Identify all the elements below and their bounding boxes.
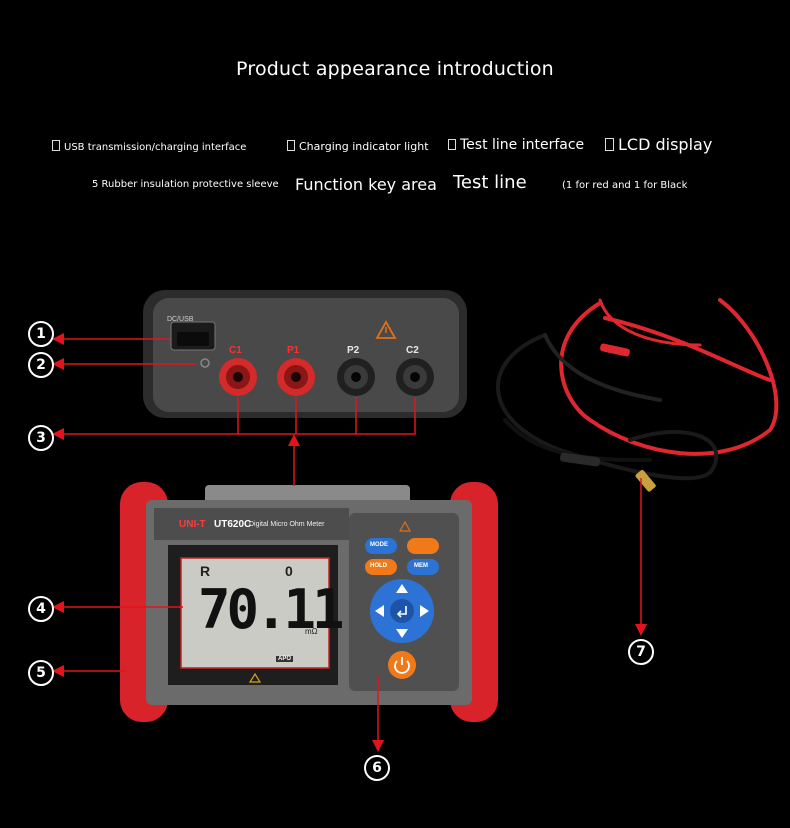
missing-glyph-icon	[605, 138, 614, 151]
feature-test-line-interface: Test line interface	[448, 137, 584, 153]
hold-button-shape	[365, 559, 397, 575]
jack-label-c1: C1	[229, 345, 242, 356]
up-arrow-icon	[396, 584, 408, 593]
callout-3: 3	[28, 425, 54, 451]
feature-function-keys: Function key area	[295, 175, 437, 194]
test-leads	[495, 298, 779, 492]
mem-button-shape	[407, 559, 439, 575]
feature-charging-light: Charging indicator light	[287, 140, 429, 153]
left-arrow-icon	[375, 605, 384, 617]
page-title: Product appearance introduction	[236, 58, 554, 80]
mode-button-shape	[365, 538, 397, 554]
jack-label-p2: P2	[347, 345, 360, 356]
lcd-reading: 70.11	[198, 578, 345, 641]
brand-logo: UNI-T	[179, 519, 206, 530]
mode-button: MODE	[370, 542, 388, 548]
callout-4: 4	[28, 596, 54, 622]
callout-2: 2	[28, 352, 54, 378]
down-arrow-icon	[396, 629, 408, 638]
callout-7: 7	[628, 639, 654, 665]
callout-5: 5	[28, 660, 54, 686]
feature-rubber-sleeve: 5 Rubber insulation protective sleeve	[92, 179, 279, 190]
enter-icon	[396, 606, 407, 618]
hold-button: HOLD	[370, 563, 387, 569]
callout-6: 6	[364, 755, 390, 781]
missing-glyph-icon	[287, 140, 295, 151]
lcd-apo: APO	[276, 656, 294, 662]
lcd-range-indicator: R	[200, 563, 211, 579]
device-top-panel	[143, 290, 467, 418]
feature-usb-interface: USB transmission/charging interface	[52, 140, 246, 153]
right-arrow-icon	[420, 605, 429, 617]
device-front	[120, 482, 498, 722]
feature-test-line-note: (1 for red and 1 for Black	[562, 180, 688, 191]
callout-1: 1	[28, 321, 54, 347]
callout-arrows	[52, 333, 647, 752]
missing-glyph-icon	[52, 140, 60, 151]
missing-glyph-icon	[448, 139, 456, 150]
port-label: DC/USB	[167, 316, 194, 323]
lcd-index: 0	[285, 563, 293, 579]
mem-button: MEM	[414, 563, 428, 569]
jack-label-c2: C2	[406, 345, 419, 356]
feature-lcd-display: LCD display	[605, 135, 712, 154]
light-button-shape	[407, 538, 439, 554]
jack-label-p1: P1	[287, 345, 300, 356]
model-name: UT620C	[214, 519, 252, 530]
model-description: Digital Micro Ohm Meter	[249, 521, 325, 528]
feature-test-line: Test line	[453, 172, 527, 193]
lcd-unit: mΩ	[305, 627, 318, 636]
